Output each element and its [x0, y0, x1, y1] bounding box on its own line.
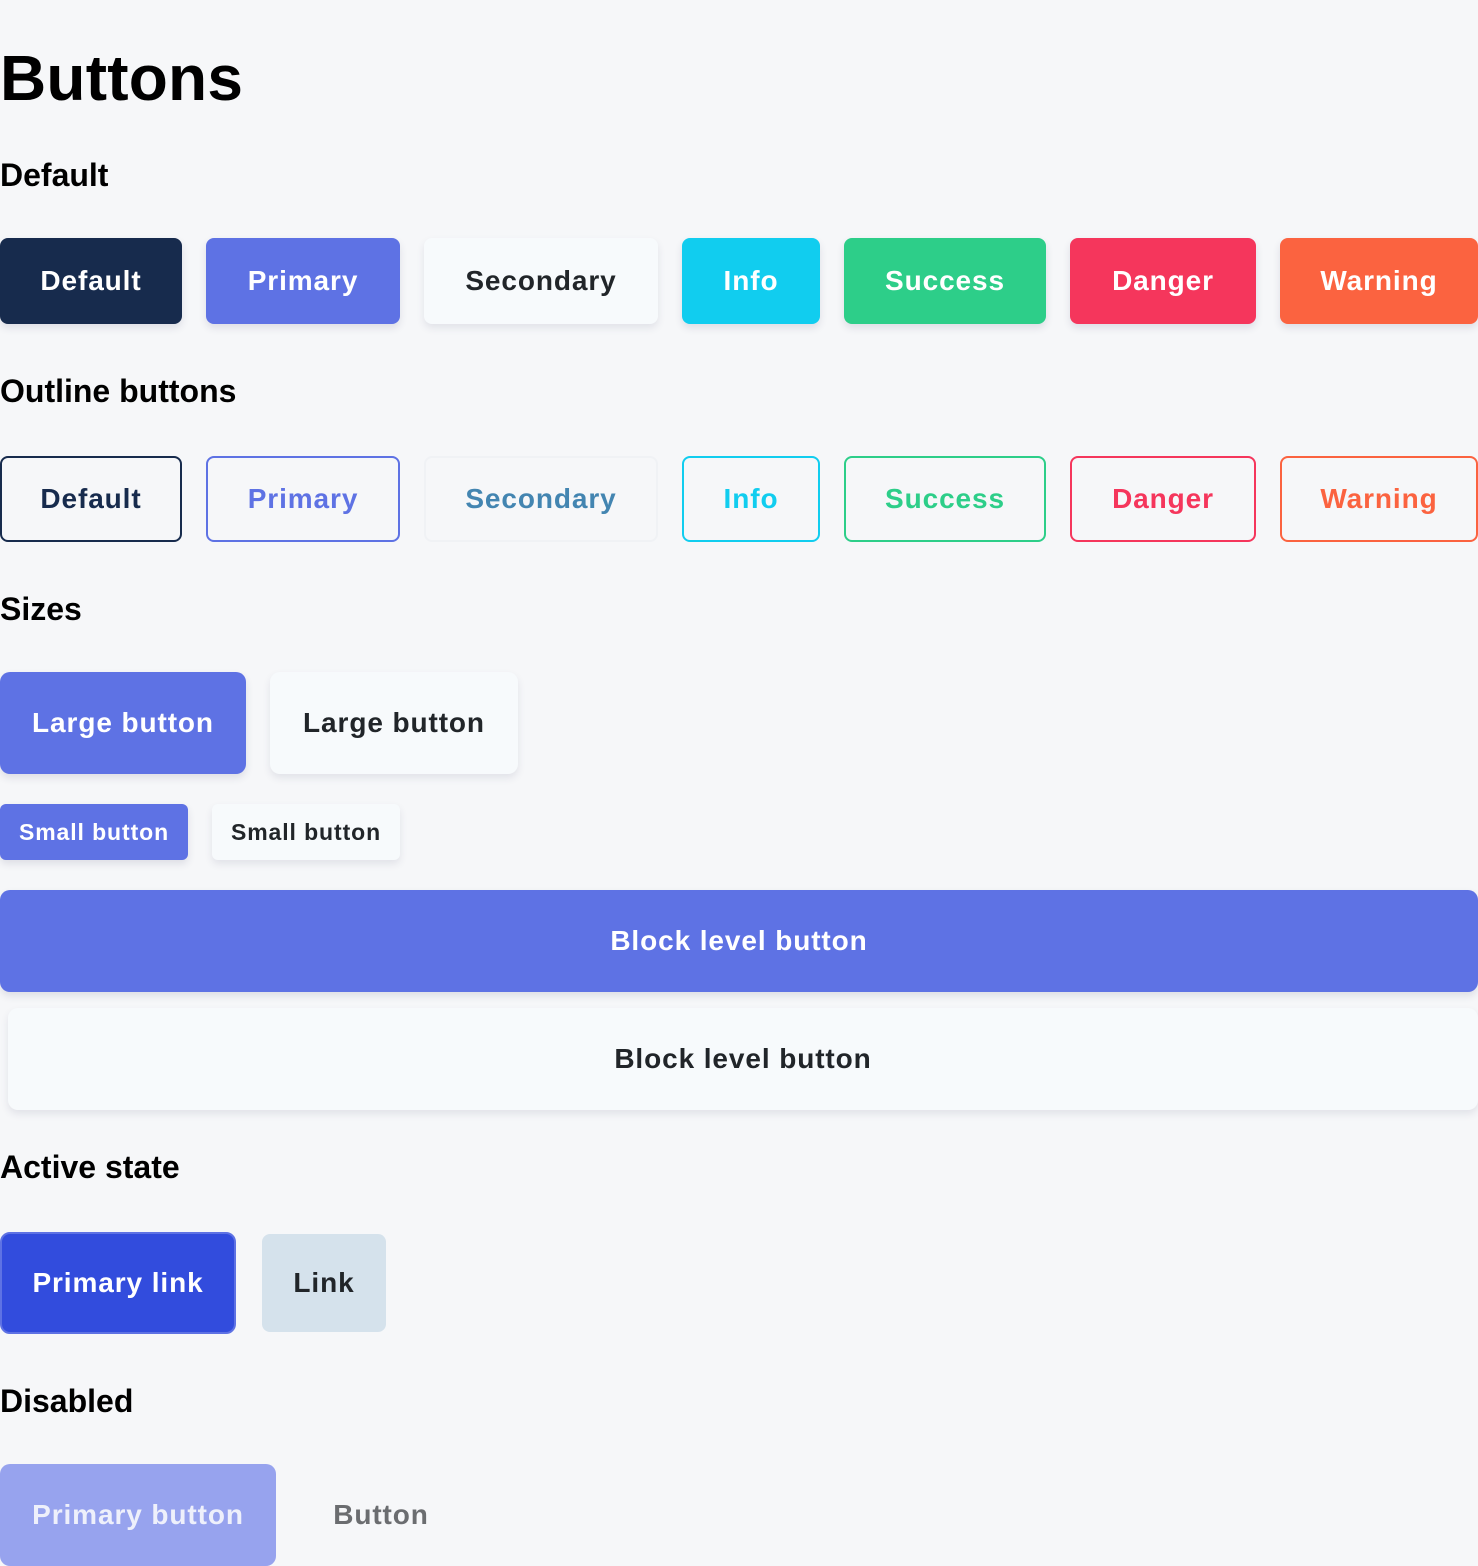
block-primary-button[interactable]: Block level button: [0, 890, 1478, 992]
section-title-default: Default: [0, 157, 109, 193]
disabled-primary-button[interactable]: Primary button: [0, 1464, 276, 1566]
section-title-outline: Outline buttons: [0, 373, 237, 409]
default-button[interactable]: Default: [0, 238, 182, 324]
outline-success-button[interactable]: Success: [844, 456, 1046, 542]
outline-secondary-button[interactable]: Secondary: [424, 456, 658, 542]
large-secondary-button[interactable]: Large button: [270, 672, 518, 774]
small-primary-button[interactable]: Small button: [0, 804, 188, 860]
link-button[interactable]: Link: [262, 1234, 386, 1332]
section-title-disabled: Disabled: [0, 1383, 134, 1419]
primary-link-button[interactable]: Primary link: [0, 1232, 236, 1334]
danger-button[interactable]: Danger: [1070, 238, 1256, 324]
outline-default-button[interactable]: Default: [0, 456, 182, 542]
page-title: Buttons: [0, 42, 244, 114]
outline-warning-button[interactable]: Warning: [1280, 456, 1478, 542]
info-button[interactable]: Info: [682, 238, 820, 324]
block-secondary-button[interactable]: Block level button: [8, 1008, 1478, 1110]
success-button[interactable]: Success: [844, 238, 1046, 324]
warning-button[interactable]: Warning: [1280, 238, 1478, 324]
outline-danger-button[interactable]: Danger: [1070, 456, 1256, 542]
primary-button[interactable]: Primary: [206, 238, 400, 324]
section-title-sizes: Sizes: [0, 591, 82, 627]
outline-primary-button[interactable]: Primary: [206, 456, 400, 542]
secondary-button[interactable]: Secondary: [424, 238, 658, 324]
section-title-active: Active state: [0, 1149, 180, 1185]
large-primary-button[interactable]: Large button: [0, 672, 246, 774]
disabled-button[interactable]: Button: [300, 1464, 462, 1566]
outline-info-button[interactable]: Info: [682, 456, 820, 542]
small-secondary-button[interactable]: Small button: [212, 804, 400, 860]
